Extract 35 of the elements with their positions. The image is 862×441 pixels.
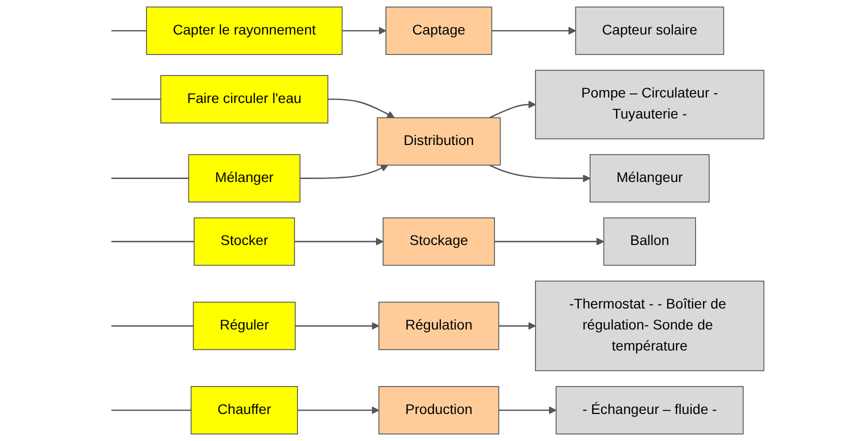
node-box: Captage [385,6,492,55]
arrow [492,26,576,35]
node-box: - Échangeur – fluide - [556,386,744,434]
arrow [298,406,380,414]
node-box: Réguler [192,302,296,350]
node-box: Chauffer [190,386,298,434]
connector [111,410,192,411]
connector [111,98,161,100]
node-box: Distribution [376,117,501,166]
node-box: Capter le rayonnement [146,6,343,55]
connector [111,325,194,327]
arrow [328,98,395,118]
node-box: Pompe – Circulateur -Tuyauterie - [535,70,764,140]
node-box: Régulation [378,302,500,350]
arrow [489,100,536,118]
connector [111,240,194,242]
connector [111,30,146,32]
arrow [294,238,384,246]
node-box: -Thermostat - - Boîtier de régulation- Sonde de température [535,280,764,372]
node-box: Mélanger [188,154,300,202]
node-box: Mélangeur [590,154,710,202]
arrow [295,322,380,330]
node-box: Stocker [194,217,295,266]
arrow [489,164,590,182]
node-box: Stockage [382,217,495,266]
node-box: Production [378,386,500,434]
arrow [494,238,604,246]
arrow [498,406,556,414]
node-box: Capteur solaire [575,6,724,55]
connector [111,178,189,179]
node-box: Faire circuler l'eau [160,75,328,124]
arrow [342,26,386,35]
arrow [498,322,536,330]
node-box: Ballon [603,217,696,266]
arrow [300,164,388,179]
